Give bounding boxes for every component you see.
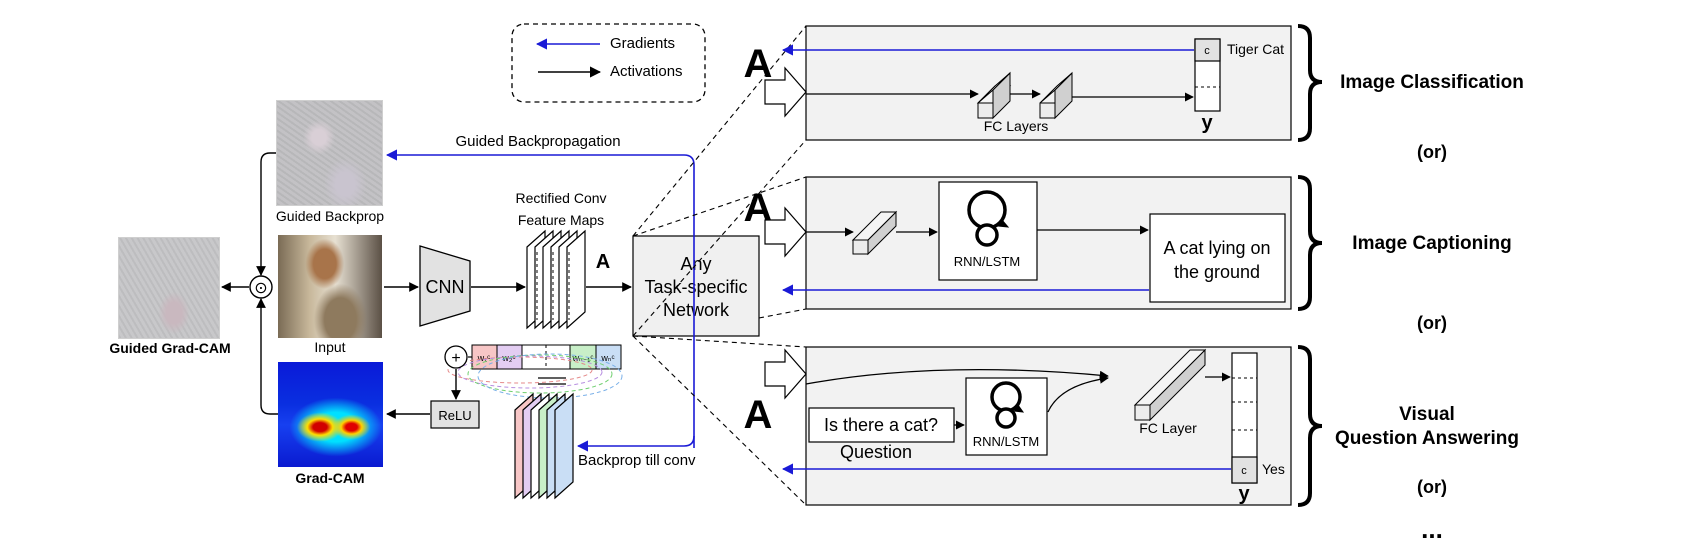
guided-backprop-caption: Guided Backprop	[276, 208, 384, 224]
vqa-answer-name: Yes	[1262, 461, 1285, 477]
feature-map-symbol: A	[596, 251, 610, 273]
sum-node	[444, 345, 468, 369]
guided-backpropagation-arrow	[385, 149, 695, 448]
relu-label: ReLU	[438, 408, 471, 423]
guided-backpropagation-label: Guided Backpropagation	[455, 133, 620, 150]
classification-class-name: Tiger Cat	[1227, 41, 1284, 57]
separator-or-2: (or)	[1417, 313, 1447, 333]
classification-class-cell	[1194, 38, 1221, 62]
vqa-fc-label: FC Layer	[1139, 420, 1197, 436]
zoom-lines	[632, 25, 807, 506]
input-caption: Input	[314, 339, 345, 355]
classification-input-symbol: A	[744, 42, 773, 86]
guided-gradcam-image	[118, 237, 220, 339]
vqa-output-symbol: y	[1238, 483, 1250, 505]
fc-layer-1	[976, 71, 1012, 120]
input-image	[278, 235, 382, 338]
ellipsis: ...	[1421, 514, 1443, 544]
gradcam-caption: Grad-CAM	[295, 470, 364, 486]
cnn-label: CNN	[426, 277, 465, 297]
guided-backprop-image	[276, 100, 383, 206]
captioning-rnn-label: RNN/LSTM	[954, 254, 1020, 269]
task-specific-network-block	[632, 235, 760, 337]
conv-maps-label-line1: Rectified Conv	[515, 190, 606, 206]
vqa-answer-cell	[1231, 456, 1258, 484]
captioning-fc-layer	[851, 210, 898, 256]
classification-task-label: Image Classification	[1340, 72, 1524, 93]
backprop-till-conv-label: Backprop till conv	[578, 452, 696, 469]
classification-output-symbol: y	[1201, 112, 1213, 134]
question-text: Is there a cat?	[824, 415, 938, 435]
captioning-panel: A RNN/LSTM A cat lying on the ground	[744, 176, 1292, 310]
vqa-answer-cell-label: c	[1241, 465, 1247, 477]
vqa-task-label-line1: Visual	[1399, 404, 1455, 425]
pointwise-multiply-symbol: ⊙	[254, 280, 267, 297]
pointwise-multiply-node	[249, 275, 273, 299]
weight-label-n: wₙᶜ	[600, 353, 614, 363]
activations-legend-label: Activations	[610, 63, 683, 80]
gradcam-to-multiply-arrow	[256, 298, 278, 415]
backprop-till-conv-arrow	[576, 435, 695, 452]
vqa-input-symbol: A	[744, 393, 773, 437]
fc-layer-2	[1039, 71, 1073, 120]
relu-block	[430, 400, 480, 429]
caption-output-line1: A cat lying on	[1163, 238, 1270, 258]
caption-output-line2: the ground	[1174, 262, 1260, 282]
vqa-task-label-line2: Question Answering	[1335, 428, 1519, 449]
cnn-block	[419, 245, 471, 327]
gradcam-heatmap-image	[278, 362, 383, 467]
fc-layers-label: FC Layers	[984, 118, 1049, 134]
classification-panel: A FC Layers c Tiger Cat	[744, 25, 1292, 141]
separator-or-3: (or)	[1417, 477, 1447, 497]
guided-gradcam-caption: Guided Grad-CAM	[109, 340, 230, 356]
classification-input-arrow	[764, 66, 807, 118]
weight-label-n-minus-1: wₙ₋₁ᶜ	[571, 353, 593, 363]
question-label: Question	[840, 442, 912, 462]
weight-label-2: w₂ᶜ	[501, 353, 515, 363]
caption-output-box	[1149, 213, 1286, 303]
classification-brace	[1297, 24, 1323, 142]
vqa-input-arrow	[764, 348, 807, 400]
captioning-task-label: Image Captioning	[1352, 233, 1511, 254]
weights-strip: w₁ᶜ w₂ᶜ wₙ₋₁ᶜ wₙᶜ	[447, 344, 623, 399]
weight-label-1: w₁ᶜ	[477, 353, 491, 363]
sum-symbol: +	[451, 350, 460, 367]
vqa-fc-layer	[1133, 348, 1207, 422]
question-box	[808, 407, 955, 443]
vqa-rnn-label: RNN/LSTM	[973, 434, 1039, 449]
network-label-line1: Any	[680, 254, 711, 274]
vqa-brace	[1297, 345, 1323, 507]
captioning-rnn-block	[938, 181, 1038, 281]
network-label-line2: Task-specific	[644, 277, 747, 297]
vqa-panel: A Is there a cat? Question RNN/LSTM FC L…	[744, 346, 1292, 506]
conv-maps-label-line2: Feature Maps	[518, 212, 604, 228]
network-label-line3: Network	[663, 300, 730, 320]
gradients-legend-label: Gradients	[610, 35, 675, 52]
guided-backprop-to-multiply-arrow	[256, 152, 276, 276]
gradient-feature-maps	[514, 392, 574, 500]
captioning-input-arrow	[764, 206, 807, 258]
captioning-brace	[1297, 175, 1323, 311]
rectified-conv-feature-maps	[526, 229, 586, 330]
weight-cell-n	[595, 344, 622, 370]
classification-class-cell-label: c	[1204, 45, 1210, 57]
separator-or-1: (or)	[1417, 142, 1447, 162]
legend: Gradients Activations	[511, 23, 706, 103]
